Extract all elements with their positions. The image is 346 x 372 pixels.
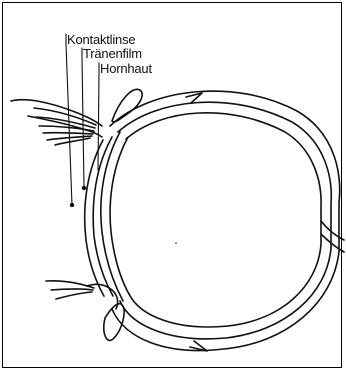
lower-arrow-mark: [190, 341, 207, 351]
upper-eyelashes: [34, 108, 96, 145]
label-contact-lens: Kontaktlinse: [67, 32, 135, 47]
eyeball-inner-shell-1: [118, 102, 331, 339]
optic-nerve-lower: [321, 234, 344, 252]
lower-lid-gland: [104, 304, 124, 341]
label-cornea: Hornhaut: [100, 61, 152, 76]
marker-dot-tear-film: [82, 186, 86, 190]
leader-line-cornea: [98, 63, 99, 170]
cornea-inner-curve: [110, 139, 129, 294]
leader-line-tear-film: [82, 48, 84, 188]
upper-arrow-mark: [186, 93, 202, 103]
marker-dot-contact-lens: [70, 203, 74, 207]
label-tear-film: Tränenfilm: [83, 46, 142, 61]
lower-eyelashes: [46, 281, 94, 299]
eyeball-inner-shell-2: [126, 113, 321, 327]
interior-dot: [175, 242, 177, 244]
upper-lid-gland: [112, 89, 142, 121]
leader-line-contact-lens: [66, 34, 72, 205]
